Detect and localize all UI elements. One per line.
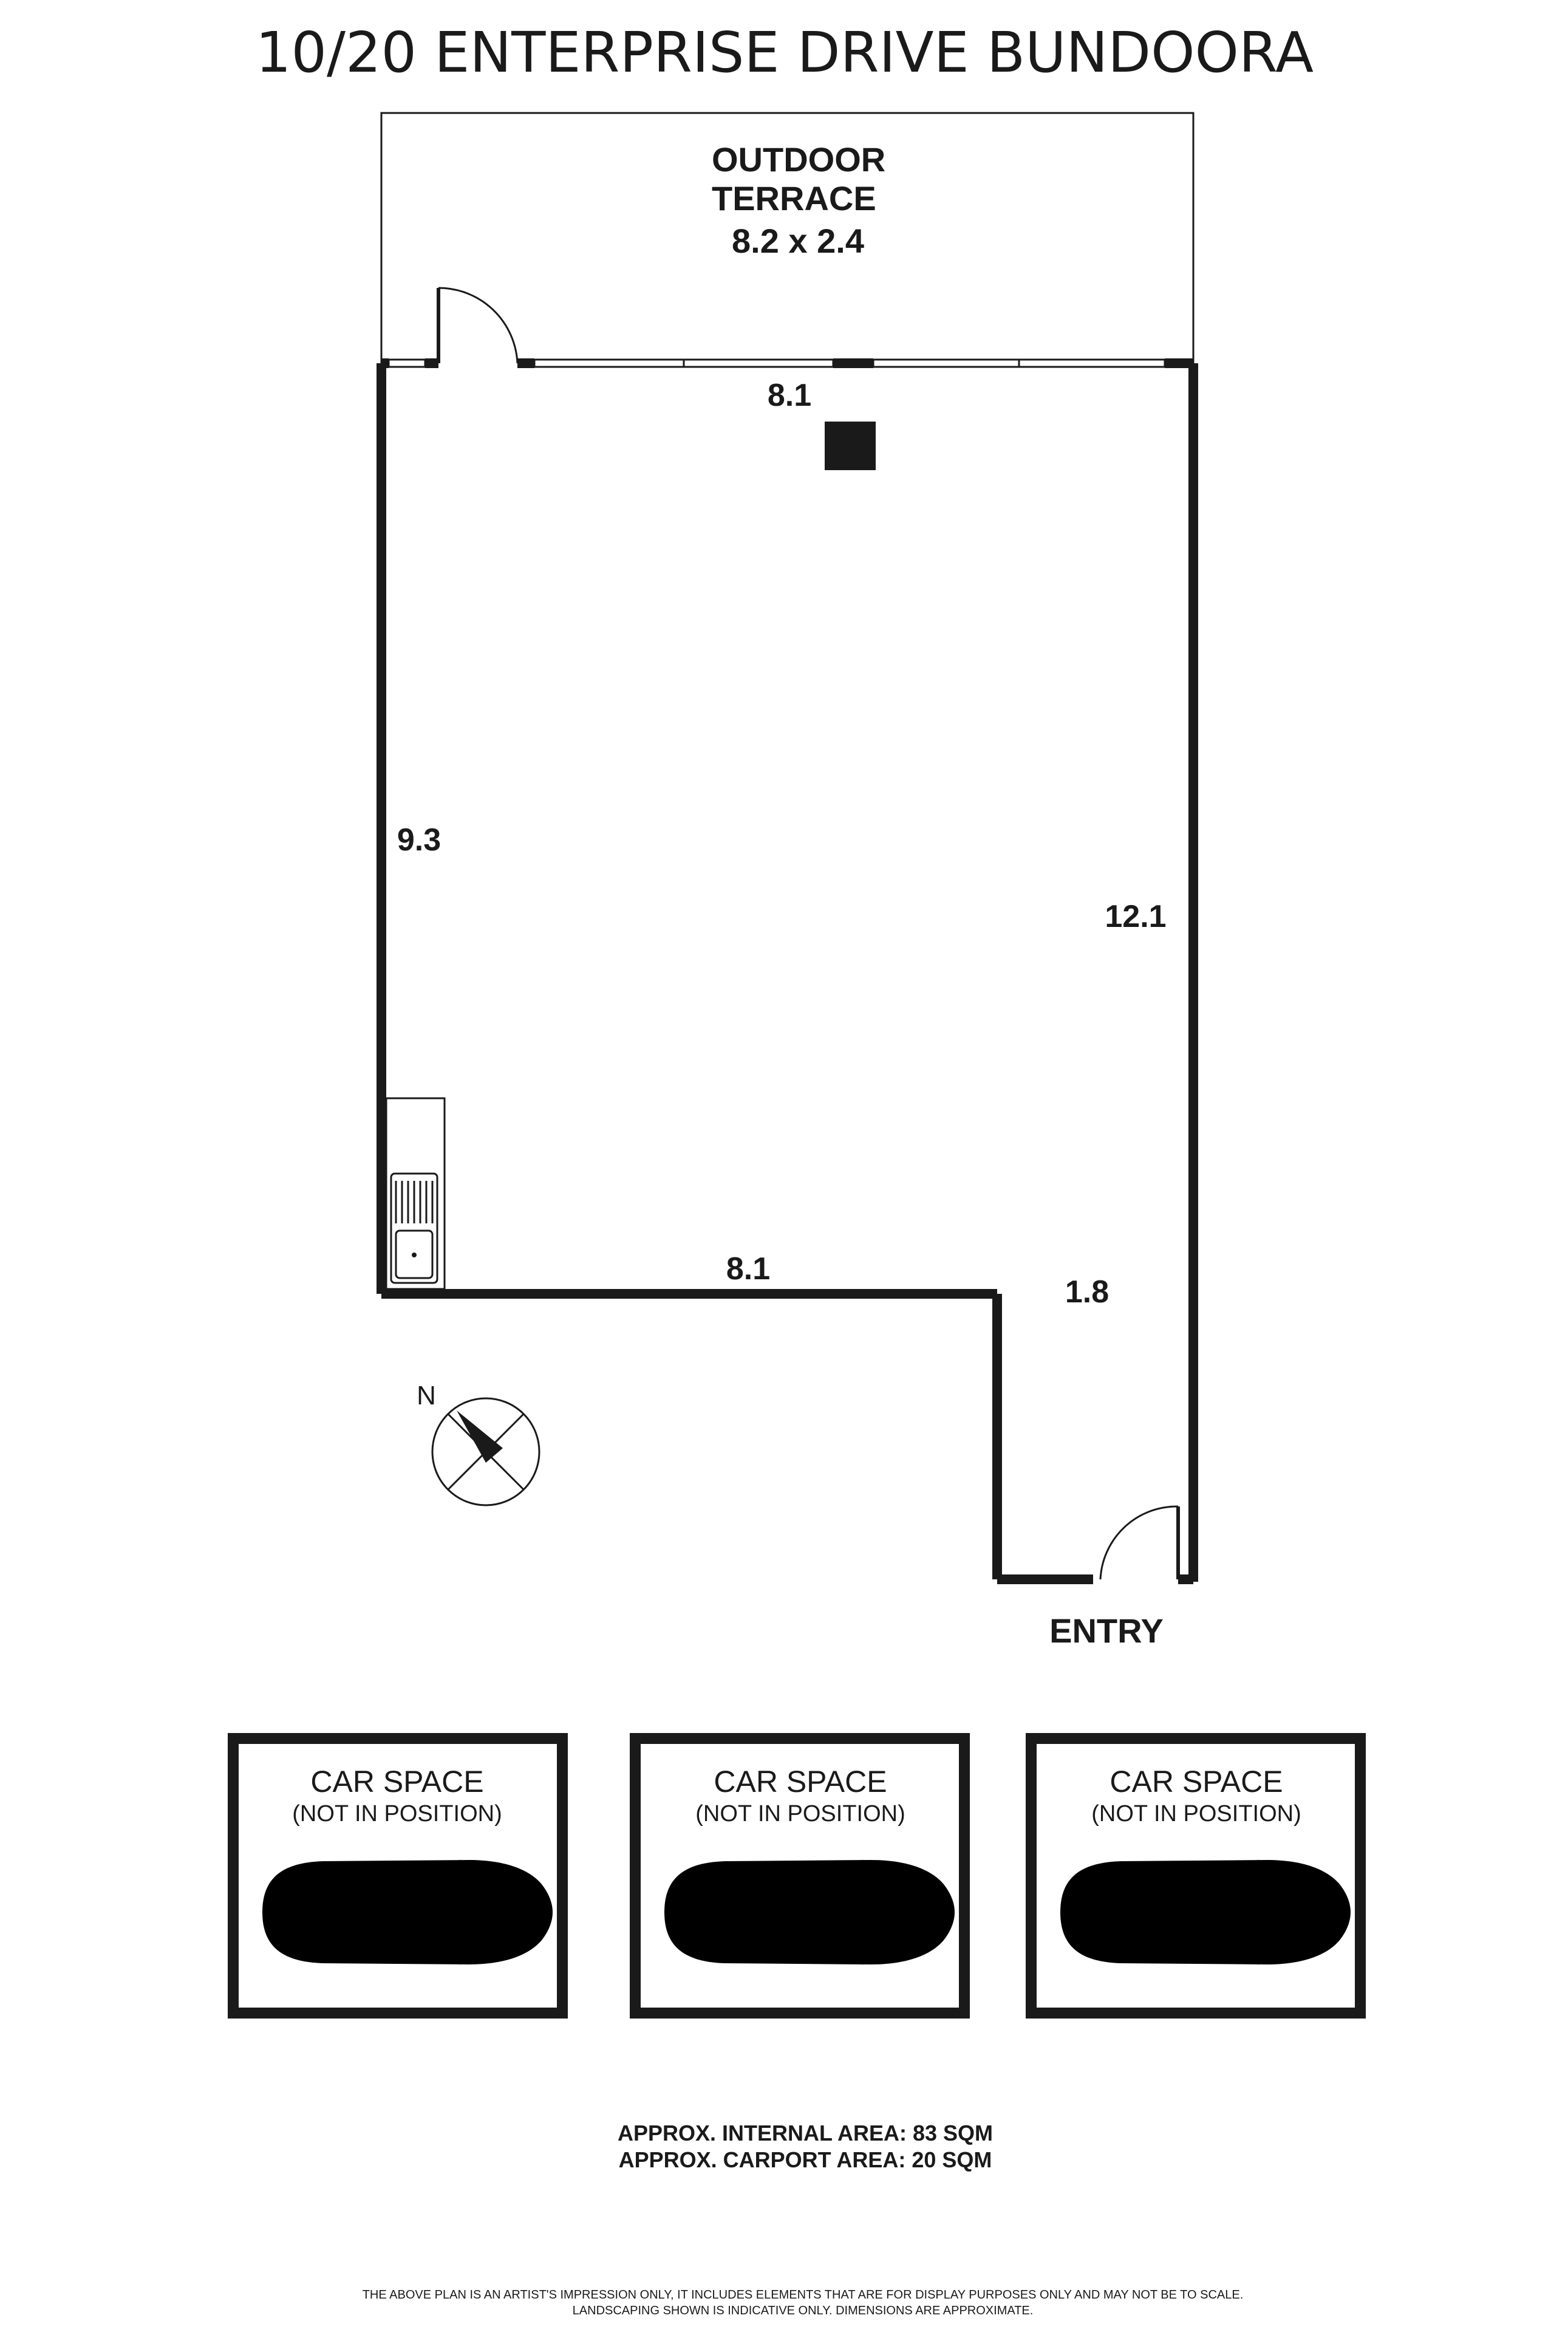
terrace-door: [437, 287, 519, 364]
car-icon: [664, 1859, 955, 1966]
compass-north-label: N: [417, 1381, 436, 1410]
terrace-size: 8.2 x 2.4: [732, 222, 864, 260]
dimension-entry-width: 1.8: [1065, 1274, 1109, 1310]
car-space-subtitle: (NOT IN POSITION): [695, 1801, 905, 1827]
terrace-label-line2: TERRACE: [712, 179, 876, 217]
internal-area: APPROX. INTERNAL AREA: 83 SQM: [618, 2121, 993, 2145]
entry-door: [1099, 1505, 1180, 1580]
carport-area: APPROX. CARPORT AREA: 20 SQM: [619, 2147, 992, 2172]
dimension-bottom-wall: 8.1: [726, 1251, 770, 1287]
car-space-2: CAR SPACE (NOT IN POSITION): [630, 1733, 970, 2019]
car-space-subtitle: (NOT IN POSITION): [292, 1801, 502, 1827]
walls: [377, 358, 1198, 1584]
car-icon: [1060, 1859, 1351, 1966]
outdoor-terrace: OUTDOOR TERRACE 8.2 x 2.4: [380, 112, 1195, 363]
structural-column: [825, 422, 876, 470]
car-space-title: CAR SPACE: [714, 1765, 887, 1799]
top-windows: [387, 358, 1166, 368]
car-space-subtitle: (NOT IN POSITION): [1091, 1801, 1301, 1827]
disclaimer-line2: LANDSCAPING SHOWN IS INDICATIVE ONLY. DI…: [573, 2304, 1034, 2317]
dimension-right-wall: 12.1: [1105, 899, 1166, 934]
car-space-title: CAR SPACE: [1110, 1765, 1283, 1799]
dimension-left-wall: 9.3: [397, 822, 441, 858]
terrace-label-line1: OUTDOOR: [712, 140, 885, 179]
disclaimer-line1: THE ABOVE PLAN IS AN ARTIST'S IMPRESSION…: [363, 2288, 1244, 2302]
dimension-top-wall: 8.1: [768, 378, 811, 413]
car-space-1: CAR SPACE (NOT IN POSITION): [228, 1733, 568, 2019]
car-space-3: CAR SPACE (NOT IN POSITION): [1026, 1733, 1366, 2019]
car-icon: [262, 1859, 553, 1966]
kitchen-bench: [385, 1097, 446, 1290]
plan-title: 10/20 ENTERPRISE DRIVE BUNDOORA: [256, 20, 1314, 85]
compass-icon: N: [417, 1381, 540, 1506]
entry-label: ENTRY: [1049, 1612, 1164, 1650]
car-space-title: CAR SPACE: [310, 1765, 483, 1799]
